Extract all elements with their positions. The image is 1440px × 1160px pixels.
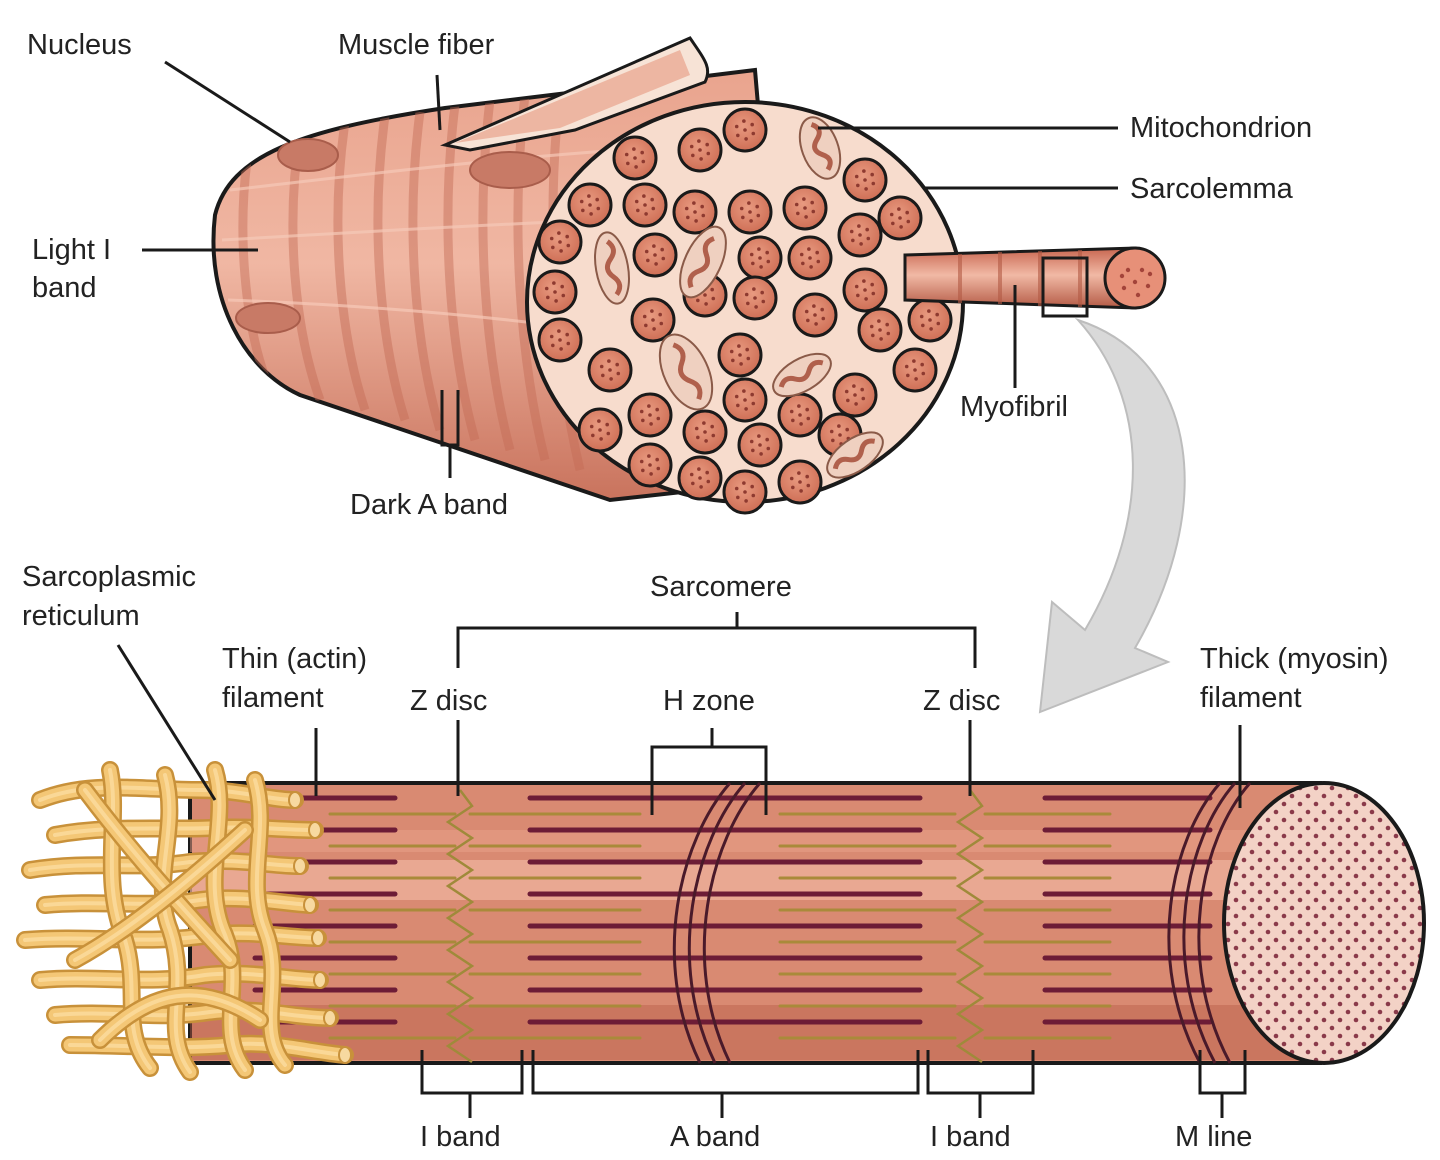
thin-actin-filaments bbox=[328, 812, 1112, 1040]
label-light-i-band-line2: band bbox=[32, 272, 97, 304]
h-zone-rings bbox=[672, 782, 762, 1064]
label-mitochondrion: Mitochondrion bbox=[1130, 112, 1313, 144]
label-myofibril: Myofibril bbox=[960, 391, 1068, 423]
label-dark-a-band: Dark A band bbox=[350, 489, 508, 521]
label-nucleus: Nucleus bbox=[27, 29, 132, 61]
myofibril-zoom-box bbox=[1041, 256, 1089, 318]
label-h-zone: H zone bbox=[663, 685, 755, 717]
sarcoplasmic-reticulum-network bbox=[16, 761, 354, 1081]
label-thick-filament-line2: filament bbox=[1200, 682, 1302, 714]
label-i-band-left: I band bbox=[420, 1121, 501, 1153]
m-line-rings bbox=[1167, 782, 1252, 1064]
label-thin-filament-line1: Thin (actin) bbox=[222, 643, 368, 675]
myofibril-cross-sections bbox=[532, 107, 953, 515]
label-thick-filament-line1: Thick (myosin) bbox=[1200, 643, 1389, 675]
label-sarcoplasmic-reticulum-line1: Sarcoplasmic bbox=[22, 561, 197, 593]
myofibril-end-cap bbox=[1222, 781, 1426, 1065]
label-muscle-fiber: Muscle fiber bbox=[338, 29, 495, 61]
label-i-band-right: I band bbox=[930, 1121, 1011, 1153]
mitochondria-shapes bbox=[594, 116, 884, 479]
label-light-i-band-line1: Light I bbox=[32, 234, 111, 266]
label-sarcomere: Sarcomere bbox=[650, 571, 792, 603]
bottom-annotation-lines bbox=[116, 612, 1247, 1118]
label-sarcoplasmic-reticulum-line2: reticulum bbox=[22, 600, 140, 632]
nucleus-shape bbox=[277, 138, 339, 172]
z-disc-lines bbox=[445, 789, 985, 1064]
label-m-line: M line bbox=[1175, 1121, 1253, 1153]
myofibril-illustration bbox=[16, 761, 1426, 1081]
muscle-fiber-illustration bbox=[142, 36, 1186, 714]
label-z-disc-left: Z disc bbox=[410, 685, 488, 717]
label-z-disc-right: Z disc bbox=[923, 685, 1001, 717]
label-sarcolemma: Sarcolemma bbox=[1130, 173, 1293, 205]
label-a-band: A band bbox=[670, 1121, 761, 1153]
label-thin-filament-line2: filament bbox=[222, 682, 324, 714]
thick-myosin-filaments bbox=[252, 795, 1213, 1025]
zoom-arrow bbox=[1038, 317, 1186, 714]
myofibril-rod bbox=[903, 246, 1167, 318]
